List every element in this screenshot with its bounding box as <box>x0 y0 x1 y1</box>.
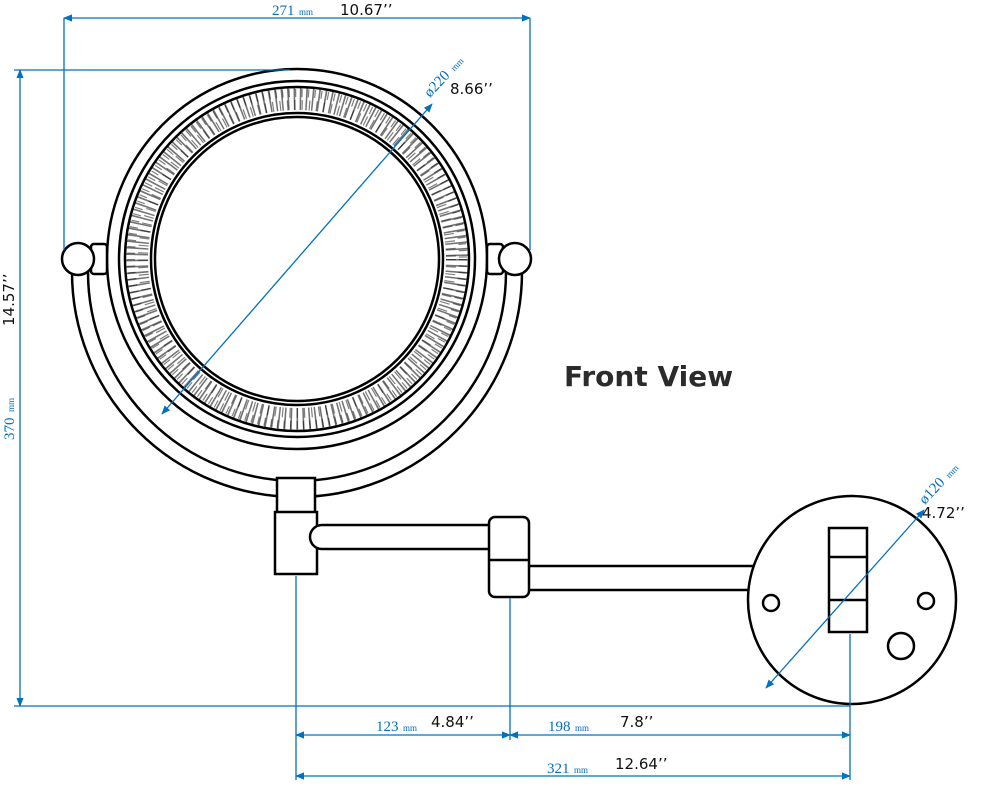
height-inch-label: 14.57’’ <box>0 274 18 326</box>
led-ring-outer <box>123 85 471 433</box>
svg-text:mm: mm <box>299 7 313 17</box>
svg-text:mm: mm <box>944 463 961 480</box>
arm-first-inch-label: 4.84’’ <box>431 713 474 731</box>
base-diameter-mm-label: ø120 <box>916 475 948 508</box>
height-mm-label: 370 <box>2 418 18 441</box>
svg-text:mm: mm <box>574 765 588 775</box>
arm-second-mm-label: 198 <box>548 719 571 735</box>
svg-text:mm: mm <box>449 56 466 73</box>
screw-hole-left <box>761 593 781 613</box>
screw-hole-right <box>916 591 936 611</box>
base-diameter-inch-label: 4.72’’ <box>922 504 965 522</box>
dimension-lines <box>14 14 925 780</box>
arm-upper <box>308 523 502 551</box>
pivot-knob-left <box>60 241 96 277</box>
arm-second-inch-label: 7.8’’ <box>620 713 653 731</box>
mirror-diameter-inch-label: 8.66’’ <box>450 80 493 98</box>
width-inch-label: 10.67’’ <box>340 1 392 19</box>
mirror-frame-inner <box>117 79 477 439</box>
svg-text:mm: mm <box>575 723 589 733</box>
mirror-assembly <box>60 67 533 576</box>
arm-first-mm-label: 123 <box>376 719 399 735</box>
dimension-labels: 271 mm 10.67’’ 370 mm 14.57’’ ø220 mm 8.… <box>0 1 965 777</box>
view-title: Front View <box>564 360 734 393</box>
arm-total-mm-label: 321 <box>547 761 570 777</box>
svg-text:mm: mm <box>6 398 16 412</box>
svg-text:mm: mm <box>403 723 417 733</box>
led-ring-dots <box>126 88 468 430</box>
yoke-mount <box>275 476 317 516</box>
arm-total-inch-label: 12.64’’ <box>615 755 667 773</box>
cable-hole <box>886 631 916 661</box>
joint-elbow <box>487 515 531 599</box>
joint-first <box>273 510 319 576</box>
pivot-knob-right <box>497 241 533 277</box>
width-mm-label: 271 <box>272 3 295 19</box>
mirror-diameter-mm-label: ø220 <box>421 68 453 101</box>
